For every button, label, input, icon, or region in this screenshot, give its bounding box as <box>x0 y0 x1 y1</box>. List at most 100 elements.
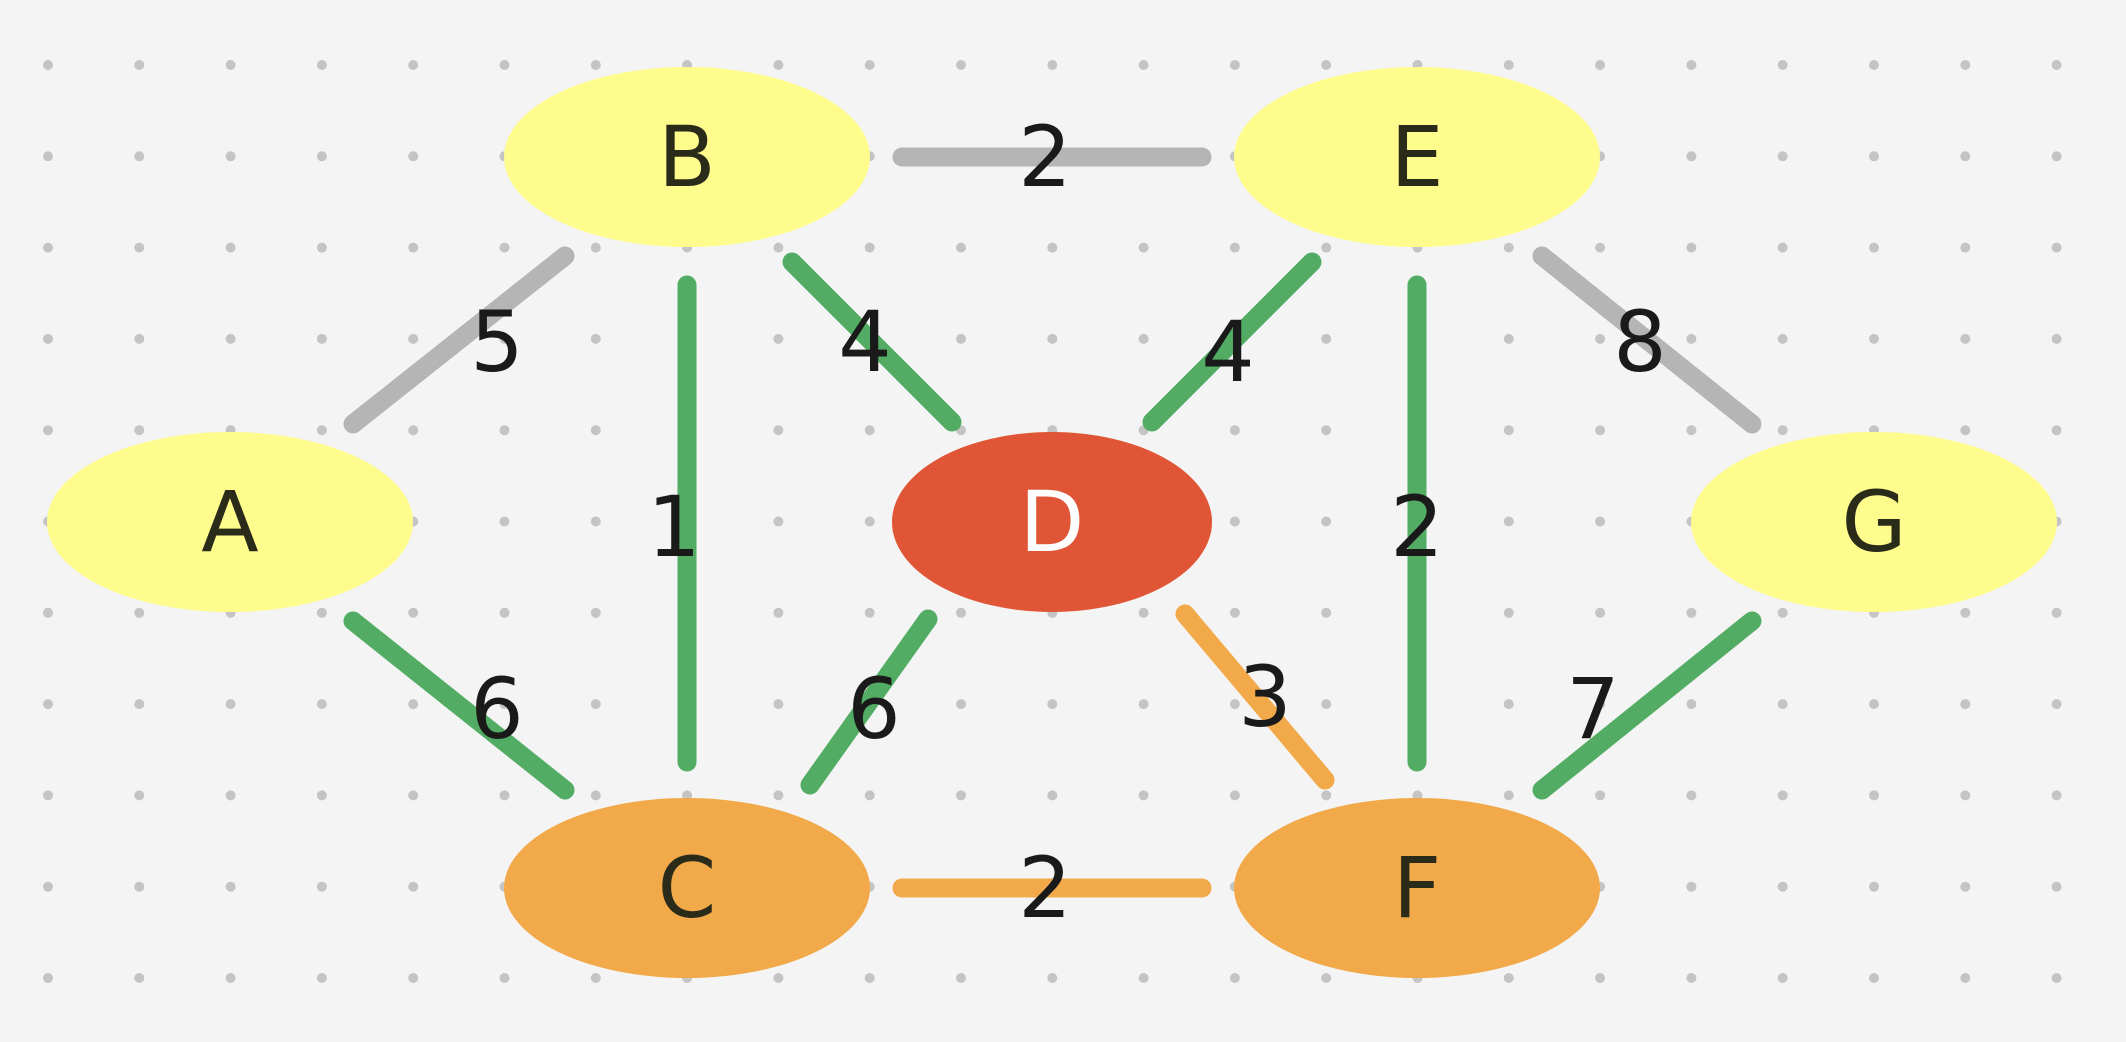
grid-dot <box>1777 607 1788 618</box>
grid-dot <box>773 607 784 618</box>
grid-dot <box>2051 425 2062 436</box>
grid-dot <box>956 607 966 618</box>
grid-dot <box>408 151 419 162</box>
grid-dot <box>864 60 875 70</box>
node-b[interactable]: B <box>504 67 870 247</box>
node-g-shape <box>1691 432 2057 612</box>
grid-dot <box>499 516 510 527</box>
grid-dot <box>2051 973 2062 983</box>
grid-dot <box>1138 607 1149 618</box>
grid-dot <box>1503 516 1514 527</box>
grid-dot <box>134 699 145 710</box>
grid-dot <box>1686 881 1697 892</box>
grid-dot <box>43 790 53 801</box>
grid-dot <box>1686 151 1697 162</box>
node-e[interactable]: E <box>1234 67 1600 247</box>
grid-dot <box>1229 790 1240 801</box>
grid-dot <box>1686 242 1697 253</box>
grid-dot <box>499 790 510 801</box>
grid-dot <box>956 333 966 344</box>
grid-dot <box>134 607 145 618</box>
grid-dot <box>134 790 145 801</box>
grid-dot <box>1321 607 1332 618</box>
edge-weight-c-d: 6 <box>847 660 900 758</box>
grid-dot <box>499 60 510 70</box>
grid-dot <box>1047 242 1058 253</box>
edges-layer <box>343 147 1762 898</box>
grid-dot <box>1960 333 1971 344</box>
grid-dot <box>1777 699 1788 710</box>
grid-dot <box>43 607 53 618</box>
grid-dot <box>499 242 510 253</box>
grid-dot <box>225 973 236 983</box>
grid-dot <box>1960 151 1971 162</box>
grid-dot <box>1412 790 1423 801</box>
grid-dot <box>1229 242 1240 253</box>
edge-weight-a-b: 5 <box>470 293 523 391</box>
grid-dot <box>134 881 145 892</box>
grid-dot <box>590 607 601 618</box>
grid-dot <box>1595 60 1606 70</box>
grid-dot <box>590 60 601 70</box>
grid-dot <box>1321 973 1332 983</box>
grid-dot <box>316 151 327 162</box>
edge-weight-b-c: 1 <box>647 478 700 576</box>
grid-dot <box>773 973 784 983</box>
edge-f-g <box>1532 611 1762 800</box>
grid-dot <box>134 60 145 70</box>
grid-dot <box>2051 242 2062 253</box>
grid-dot <box>1777 973 1788 983</box>
grid-dot <box>773 516 784 527</box>
node-g-label: G <box>1841 473 1906 571</box>
node-g[interactable]: G <box>1691 432 2057 612</box>
grid-dot <box>499 425 510 436</box>
grid-dot <box>773 60 784 70</box>
grid-dot <box>956 973 966 983</box>
grid-dot <box>1960 242 1971 253</box>
node-e-label: E <box>1390 108 1443 206</box>
grid-dot <box>956 60 966 70</box>
grid-dot <box>1503 333 1514 344</box>
grid-dot <box>1138 242 1149 253</box>
grid-dot <box>1138 973 1149 983</box>
grid-dot <box>773 699 784 710</box>
grid-dot <box>1138 333 1149 344</box>
grid-dot <box>316 973 327 983</box>
grid-dot <box>1138 699 1149 710</box>
grid-dot <box>1595 242 1606 253</box>
grid-dot <box>682 790 693 801</box>
node-f[interactable]: F <box>1234 798 1600 978</box>
edge-a-c <box>343 611 575 800</box>
grid-dot <box>408 973 419 983</box>
grid-dot <box>1686 973 1697 983</box>
grid-dot <box>408 607 419 618</box>
node-c-label: C <box>658 839 717 937</box>
grid-dot <box>864 790 875 801</box>
grid-dot <box>43 333 53 344</box>
grid-dot <box>1229 516 1240 527</box>
grid-dot <box>590 973 601 983</box>
grid-dot <box>1047 699 1058 710</box>
grid-dot <box>43 60 53 70</box>
grid-dot <box>408 60 419 70</box>
edge-weight-e-f: 2 <box>1390 478 1443 576</box>
edge-weight-c-f: 2 <box>1018 839 1071 937</box>
nodes-layer: A B C D E F G <box>47 67 2057 978</box>
grid-dot <box>1960 425 1971 436</box>
node-e-shape <box>1234 67 1600 247</box>
grid-dot <box>1869 790 1879 801</box>
grid-dot <box>956 699 966 710</box>
node-a[interactable]: A <box>47 432 413 612</box>
grid-dot <box>1686 699 1697 710</box>
node-d-shape <box>892 432 1212 612</box>
grid-dot <box>1777 881 1788 892</box>
edge-weight-b-e: 2 <box>1018 108 1071 206</box>
grid-dot <box>1869 699 1879 710</box>
node-d[interactable]: D <box>892 432 1212 612</box>
grid-dot <box>864 425 875 436</box>
grid-dot <box>1595 516 1606 527</box>
node-c[interactable]: C <box>504 798 870 978</box>
edge-weight-d-e: 4 <box>1201 303 1254 401</box>
grid-dot <box>590 425 601 436</box>
